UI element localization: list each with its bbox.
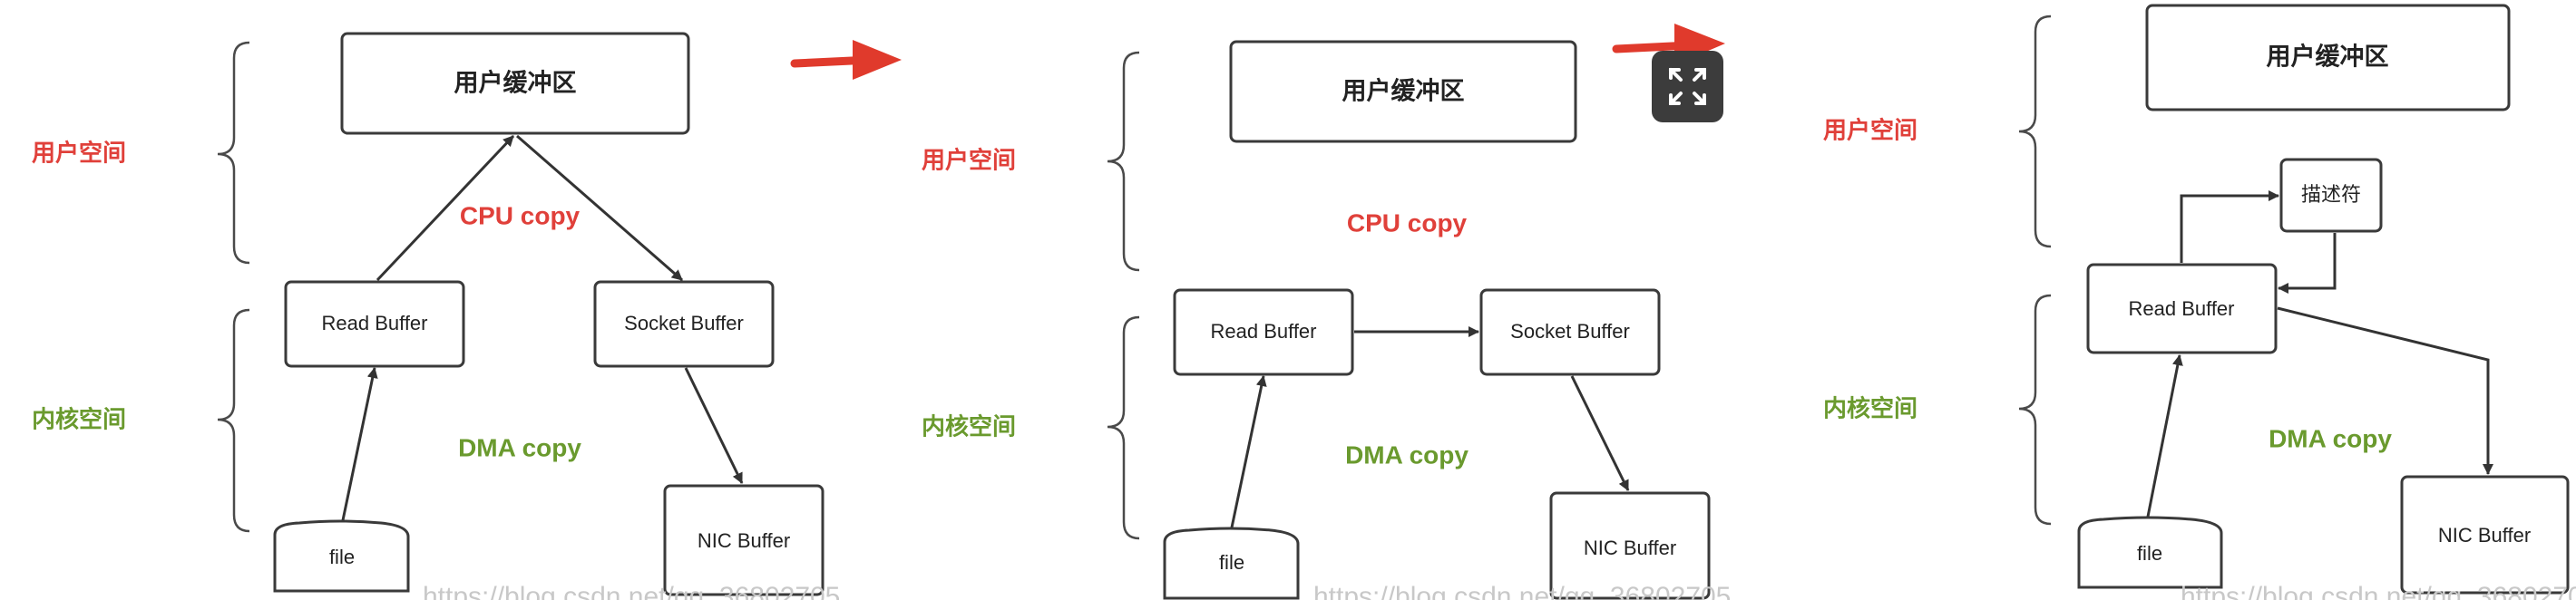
arrow-user-buffer-to-socket-buffer	[516, 134, 683, 282]
panel-sendfile-descriptor: 用户空间 内核空间 用户缓冲区 描述符 Read Buffer NIC Buff…	[1823, 4, 2576, 600]
nic-buffer-box	[663, 484, 825, 596]
expand-button[interactable]	[1652, 51, 1723, 122]
panel-traditional-copy: 用户空间 内核空间 用户缓冲区 Read Buffer Socket Buffe…	[32, 32, 840, 600]
arrow-read-buffer-to-user-buffer	[376, 134, 515, 282]
file-shape	[1163, 527, 1300, 600]
socket-buffer-label: Socket Buffer	[624, 312, 744, 334]
kernel-space-brace	[217, 308, 250, 533]
file-label: file	[329, 546, 355, 568]
read-buffer-label: Read Buffer	[1210, 320, 1316, 343]
cpu-copy-label: CPU copy	[1347, 208, 1468, 237]
arrow-read-buffer-to-nic	[2277, 306, 2493, 475]
user-space-brace	[2018, 15, 2052, 248]
file-label: file	[2137, 542, 2162, 565]
user-space-label: 用户空间	[32, 140, 126, 168]
kernel-space-brace	[2018, 294, 2052, 526]
user-space-label: 用户空间	[1823, 117, 1917, 145]
dma-copy-label: DMA copy	[2269, 424, 2392, 452]
read-buffer-label: Read Buffer	[321, 312, 427, 334]
cpu-copy-label: CPU copy	[460, 201, 581, 229]
kernel-space-brace	[1107, 315, 1140, 540]
read-buffer-box	[284, 280, 465, 368]
user-buffer-box	[1229, 40, 1577, 143]
read-buffer-box	[1173, 288, 1354, 376]
watermark-text: https://blog.csdn.net/qq_36802705	[2181, 582, 2576, 600]
right-arrow-icon	[790, 40, 902, 80]
file-shape	[273, 519, 410, 593]
socket-buffer-label: Socket Buffer	[1510, 320, 1630, 343]
arrow-descriptor-to-read-buffer	[2278, 233, 2337, 294]
read-buffer-label: Read Buffer	[2128, 297, 2234, 320]
kernel-space-label: 内核空间	[922, 413, 1016, 441]
watermark-text: https://blog.csdn.net/qq_36802705	[1313, 582, 1731, 600]
socket-buffer-box	[1479, 288, 1661, 376]
arrow-file-to-read-buffer	[341, 367, 378, 521]
arrow-file-to-read-buffer	[2146, 354, 2183, 518]
dma-copy-label: DMA copy	[458, 433, 581, 461]
watermark-text: https://blog.csdn.net/qq_36802705	[423, 582, 840, 600]
user-space-brace	[217, 41, 250, 265]
nic-buffer-box	[1549, 491, 1711, 600]
kernel-space-label: 内核空间	[32, 406, 126, 434]
descriptor-label: 描述符	[2301, 184, 2361, 207]
user-buffer-label: 用户缓冲区	[1342, 77, 1465, 106]
file-shape	[2077, 516, 2223, 589]
user-space-label: 用户空间	[922, 147, 1016, 175]
arrow-socket-buffer-to-nic	[684, 367, 744, 484]
user-space-brace	[1107, 51, 1140, 272]
file-label: file	[1219, 551, 1244, 574]
read-buffer-box	[2086, 263, 2278, 354]
kernel-space-label: 内核空间	[1823, 395, 1917, 423]
arrow-socket-buffer-to-nic	[1570, 375, 1630, 491]
socket-buffer-box	[593, 280, 775, 368]
arrow-read-buffer-to-descriptor	[2180, 190, 2279, 263]
nic-buffer-label: NIC Buffer	[698, 529, 790, 552]
nic-buffer-label: NIC Buffer	[1584, 537, 1676, 559]
user-buffer-box	[2145, 4, 2511, 111]
user-buffer-label: 用户缓冲区	[454, 69, 577, 98]
dma-copy-label: DMA copy	[1345, 440, 1469, 469]
descriptor-box	[2279, 158, 2383, 233]
nic-buffer-box	[2400, 475, 2570, 595]
panel-direct-kernel-copy: 用户空间 内核空间 用户缓冲区 Read Buffer Socket Buffe…	[922, 40, 1731, 600]
user-buffer-box	[340, 32, 690, 135]
user-buffer-label: 用户缓冲区	[2267, 43, 2389, 72]
expand-icon	[1669, 68, 1706, 105]
nic-buffer-label: NIC Buffer	[2438, 524, 2531, 547]
arrow-file-to-read-buffer	[1230, 375, 1267, 528]
